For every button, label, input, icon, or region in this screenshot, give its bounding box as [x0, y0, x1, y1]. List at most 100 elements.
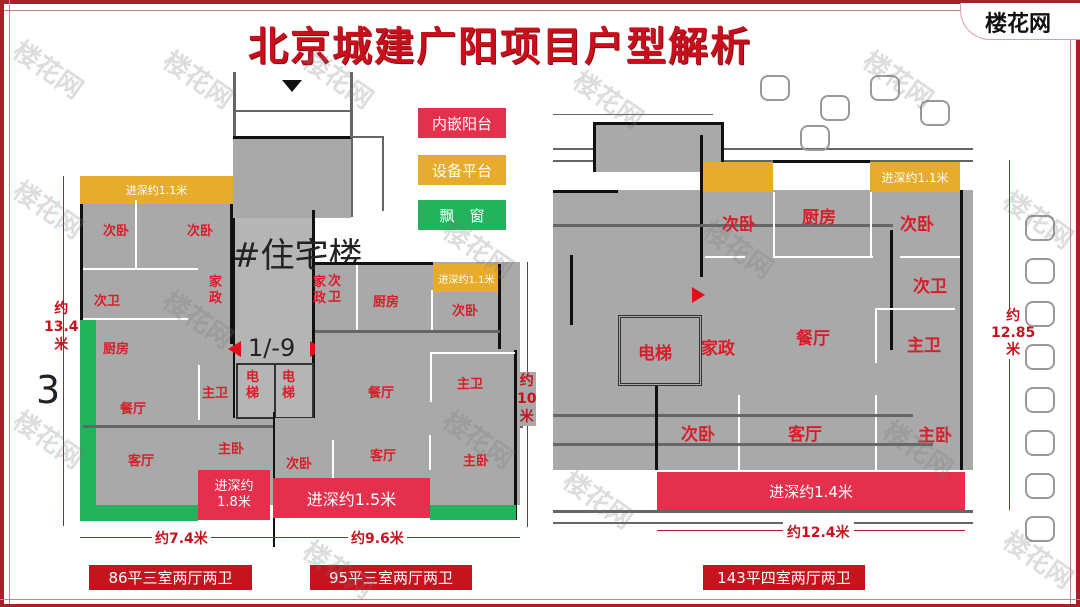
- room-label: 主卫: [907, 336, 941, 356]
- plan-86-bay-window-strip: [96, 505, 198, 520]
- partition: [900, 256, 960, 258]
- wall: [230, 204, 233, 344]
- landscape-hex: [1025, 430, 1055, 456]
- room-label: 次卧: [452, 304, 479, 319]
- frame-line-top: [0, 10, 1080, 11]
- wall: [233, 136, 351, 139]
- landscape-hex: [1025, 516, 1055, 542]
- frame-border-right: [1076, 0, 1080, 607]
- plan-95-depth-dimension: 约 10 米: [517, 372, 537, 426]
- wall: [233, 218, 235, 418]
- beam-line: [553, 224, 893, 227]
- room-label: 次卫: [94, 294, 121, 309]
- wall: [315, 262, 433, 265]
- room-label: 次卧: [286, 457, 313, 472]
- room-label: 客厅: [370, 449, 397, 464]
- landscape-hex: [870, 75, 900, 101]
- plan-86-depth-dimension: 约 13.4 米: [44, 301, 79, 353]
- entry-arrow-icon: [692, 287, 705, 303]
- beam-line: [553, 443, 933, 446]
- partition: [429, 435, 431, 470]
- wall: [721, 122, 724, 172]
- landscape-hex: [1025, 344, 1055, 370]
- plan-143-caption: 143平四室两厅两卫: [703, 565, 865, 590]
- partition: [198, 365, 200, 420]
- room-label: 次卧: [187, 224, 214, 239]
- logo-tab: [960, 3, 1080, 40]
- room-label: 餐厅: [368, 386, 395, 401]
- dimension-line: [63, 176, 64, 526]
- core-area: [233, 218, 313, 418]
- plan-95-width-dimension: 约9.6米: [348, 528, 407, 548]
- partition: [705, 256, 745, 258]
- north-arrow-icon: [282, 80, 302, 92]
- wall: [350, 136, 383, 138]
- legend-equipment-platform: 设备平台: [418, 155, 506, 185]
- wall: [773, 160, 870, 163]
- room-label: 主卧: [218, 442, 245, 457]
- partition: [356, 265, 358, 330]
- watermark: 楼花网: [557, 465, 639, 536]
- landscape-hex: [760, 75, 790, 101]
- room-label: 客厅: [128, 454, 155, 469]
- landscape-hex: [1025, 215, 1055, 241]
- frame-line-left: [9, 0, 10, 607]
- partition: [135, 200, 137, 270]
- watermark: 楼花网: [7, 35, 89, 106]
- core-wall: [350, 72, 353, 217]
- axis-marker: 3: [36, 368, 61, 412]
- partition: [83, 318, 188, 320]
- wall: [553, 190, 618, 193]
- wall: [514, 350, 517, 520]
- frame-line-bottom: [0, 599, 1080, 600]
- entry-arrow-left-icon: [228, 341, 241, 357]
- landscape-hex: [800, 125, 830, 151]
- room-label: 客厅: [788, 425, 822, 445]
- room-label: 主卧: [918, 426, 952, 446]
- frame-border-left: [0, 0, 4, 607]
- frame-line-right: [1070, 40, 1071, 607]
- landscape-hex: [1025, 387, 1055, 413]
- partition: [430, 352, 515, 354]
- partition: [431, 290, 433, 330]
- landscape-hex: [820, 95, 850, 121]
- landscape-hex: [1025, 473, 1055, 499]
- elevator-label: 电 梯: [246, 370, 260, 401]
- plan-143-balcony: 进深约1.4米: [657, 472, 965, 510]
- partition: [83, 268, 198, 270]
- partition: [430, 352, 432, 402]
- partition: [875, 308, 955, 310]
- partition: [870, 192, 872, 257]
- room-label: 厨房: [373, 295, 400, 310]
- room-label: 家 政: [313, 275, 327, 306]
- wall: [498, 264, 501, 349]
- plan-86-bay-window-left: [80, 320, 96, 520]
- building-sub-label: 1/-9: [248, 334, 296, 362]
- room-label: 次卧: [681, 425, 715, 445]
- grid-line: [553, 160, 973, 162]
- room-label: 主卧: [463, 454, 490, 469]
- core-stair-area: [233, 138, 351, 218]
- partition: [773, 192, 775, 257]
- plan-95-balcony: 进深约1.5米: [273, 478, 430, 518]
- plan-86-width-dimension: 约7.4米: [152, 528, 211, 548]
- room-label: 次卧: [722, 215, 756, 235]
- landscape-hex: [1025, 258, 1055, 284]
- room-label: 主卫: [202, 386, 229, 401]
- wall: [655, 380, 658, 470]
- room-label: 家 政: [209, 275, 223, 306]
- dimension-line: [80, 537, 520, 538]
- room-label: 家政: [701, 339, 735, 359]
- wall: [80, 204, 83, 324]
- plan-143-equipment-platform: 进深约1.1米: [870, 162, 960, 192]
- legend-recessed-balcony: 内嵌阳台: [418, 108, 506, 138]
- brand-logo: 楼花网: [985, 11, 1052, 37]
- plan-143-elevator-box: [618, 315, 702, 386]
- room-label: 厨房: [802, 208, 836, 228]
- grid-line: [553, 114, 713, 115]
- plan-143-width-dimension: 约12.4米: [783, 522, 854, 542]
- room-label: 餐厅: [796, 329, 830, 349]
- partition: [738, 395, 740, 470]
- room-label: 次卫: [913, 277, 947, 297]
- wall: [593, 122, 723, 125]
